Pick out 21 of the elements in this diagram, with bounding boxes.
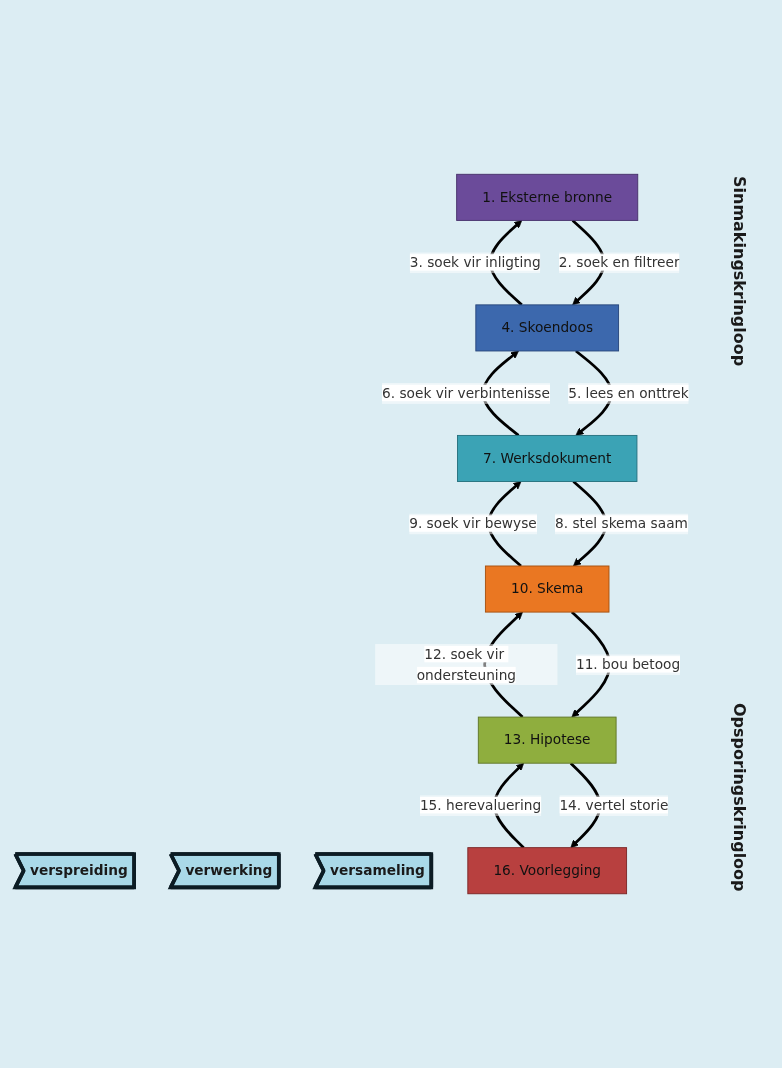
edge-label: 6. soek vir verbintenisse [382,384,550,402]
node-box: 7. Werksdokument [457,434,638,482]
cycle-label: Opsporingskringloop [729,703,749,892]
node-box: 16. Voorlegging [467,847,628,895]
edge-label: 12. soek vir ondersteuning [416,645,517,683]
node-box: 4. Skoendoos [475,304,620,352]
edge-label: 5. lees en onttrek [568,384,689,402]
edge-label: 15. herevaluering [419,796,542,814]
edge-label: 11. bou betoog [575,656,681,673]
arrow [571,219,606,306]
edge-label: 9. soek vir bewyse [409,515,537,532]
node-box: 1. Eksterne bronne [456,173,639,221]
node-box: 10. Skema [484,565,610,613]
arrow [570,611,612,718]
arrow [488,220,523,306]
node-box: 13. Hipotese [477,716,617,764]
cycle-label: Sinmakingskringloop [729,176,749,367]
edge-label: 3. soek vir inligting [409,254,541,271]
edge-label: 14. vertel storie [559,796,669,814]
edge-label: 8. stel skema saam [555,515,688,532]
edge-label: 2. soek en filtreer [558,254,680,271]
